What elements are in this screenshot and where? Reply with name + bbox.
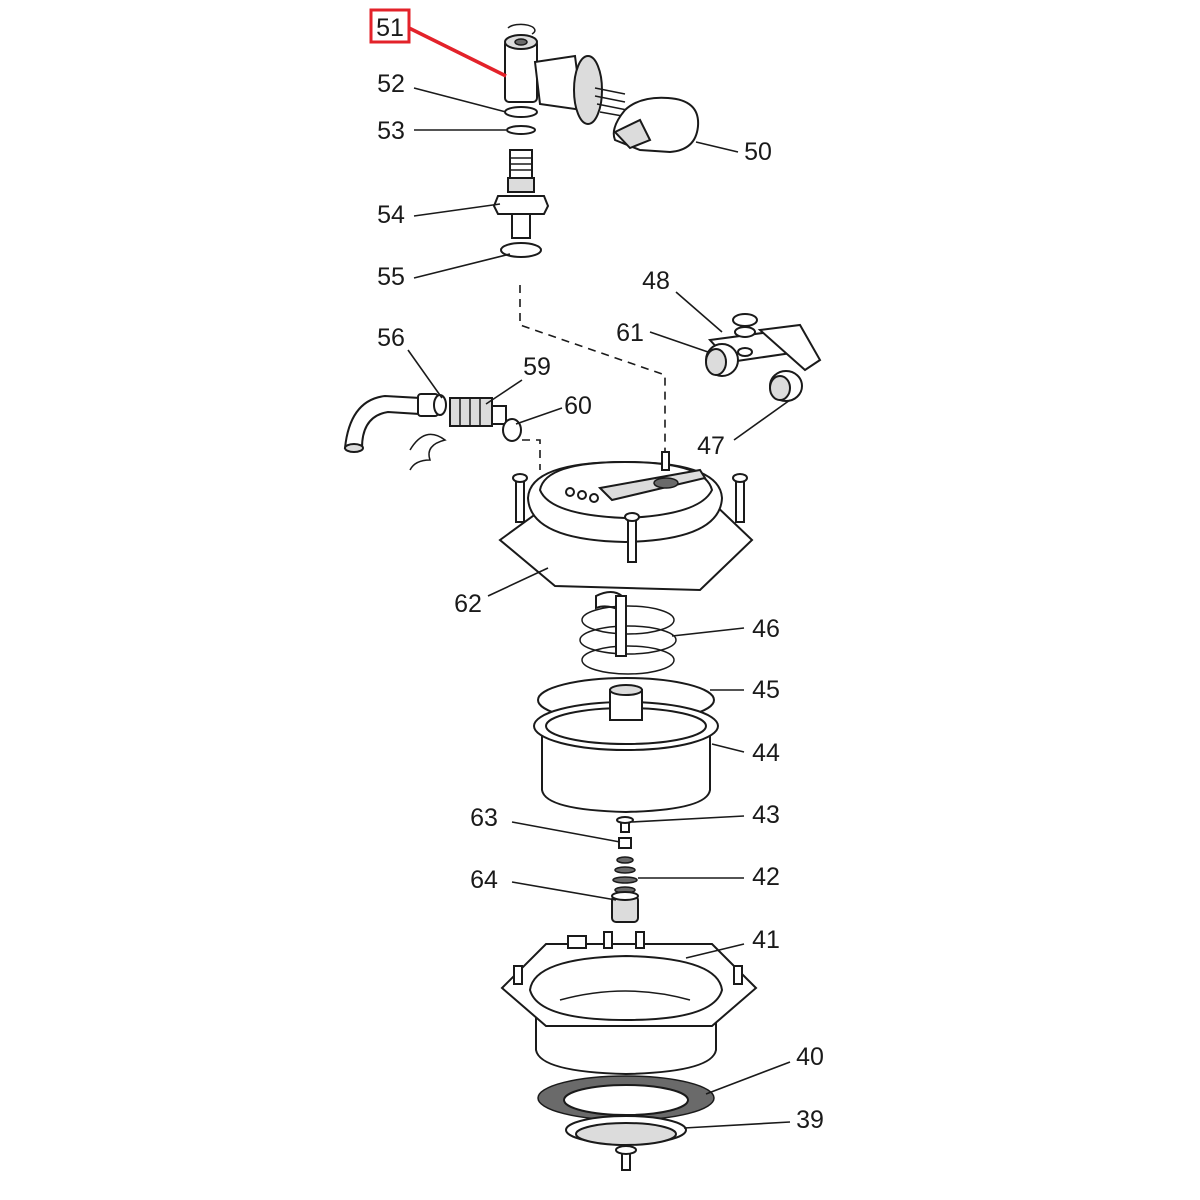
part-51-valve-body — [504, 23, 629, 125]
part-39-shower-screen — [565, 1115, 687, 1171]
part-42-spring — [612, 856, 638, 894]
part-55-o-ring — [500, 242, 542, 258]
callout-label-63: 63 — [470, 804, 498, 832]
callout-label-39: 39 — [796, 1106, 824, 1134]
callout-label-61: 61 — [616, 319, 644, 347]
part-60-nut — [502, 418, 522, 442]
part-44-cup — [533, 684, 719, 814]
callout-label-64: 64 — [470, 866, 498, 894]
callout-label-62: 62 — [454, 590, 482, 618]
callout-label-47: 47 — [697, 432, 725, 460]
callout-label-42: 42 — [752, 863, 780, 891]
callout-label-55: 55 — [377, 263, 405, 291]
callout-label-45: 45 — [752, 676, 780, 704]
leader-lines — [407, 87, 791, 1129]
callout-label-51: 51 — [376, 14, 404, 42]
callout-label-50: 50 — [744, 138, 772, 166]
callout-label-48: 48 — [642, 267, 670, 295]
part-59-fitting — [449, 397, 507, 427]
assembly-dash-lines — [519, 285, 666, 470]
part-40-gasket — [537, 1075, 715, 1121]
part-50-knob — [612, 96, 700, 154]
part-52-o-ring — [504, 106, 538, 118]
part-61-button — [705, 343, 739, 377]
callout-label-41: 41 — [752, 926, 780, 954]
part-63-washer — [618, 837, 632, 849]
callout-label-53: 53 — [377, 117, 405, 145]
callout-label-54: 54 — [377, 201, 405, 229]
callout-label-56: 56 — [377, 324, 405, 352]
highlighted-callout-51: 51 — [369, 8, 507, 78]
part-56-hose — [343, 393, 447, 471]
callout-label-44: 44 — [752, 739, 780, 767]
part-53-o-ring — [506, 125, 536, 135]
part-62-top-cover — [498, 451, 754, 592]
callout-label-59: 59 — [523, 353, 551, 381]
part-46-spring — [579, 591, 677, 675]
cover-bolts — [512, 451, 748, 563]
callout-label-43: 43 — [752, 801, 780, 829]
callout-label-40: 40 — [796, 1043, 824, 1071]
part-54-fitting — [492, 149, 550, 239]
part-41-base-housing — [500, 931, 758, 1076]
part-64-valve-seat — [611, 891, 639, 923]
callout-label-46: 46 — [752, 615, 780, 643]
callout-labels: 52 53 50 54 55 48 61 56 59 60 47 62 46 4… — [377, 70, 824, 1134]
callout-label-52: 52 — [377, 70, 405, 98]
part-47-button — [769, 370, 803, 402]
part-43-pin — [616, 816, 634, 833]
callout-label-60: 60 — [564, 392, 592, 420]
spring-thread — [594, 87, 629, 118]
